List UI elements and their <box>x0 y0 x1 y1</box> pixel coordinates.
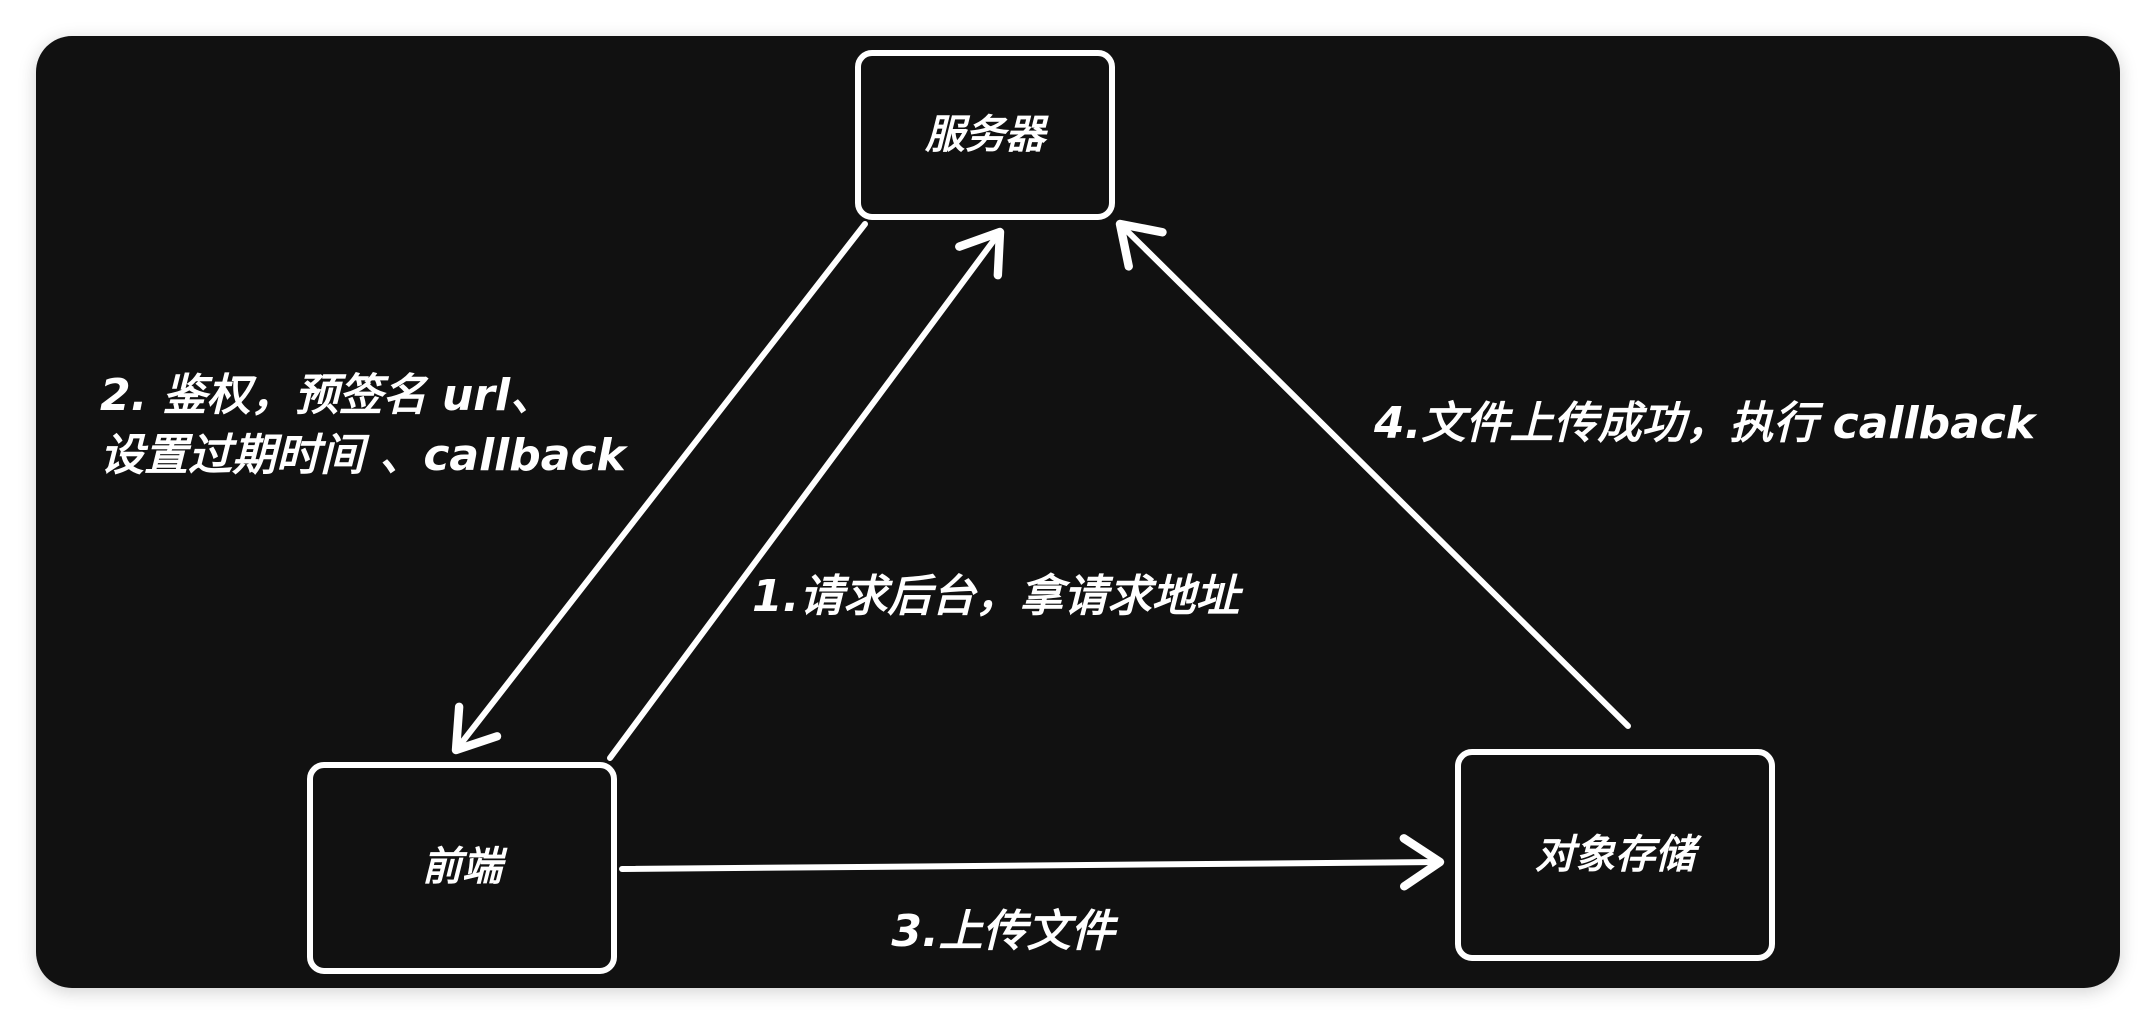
edge-request-arrow <box>607 227 1005 761</box>
node-server: 服务器 <box>855 50 1115 220</box>
edge-callback-arrow <box>1115 219 1631 729</box>
node-frontend-label: 前端 <box>422 844 508 890</box>
edge-callback-storage-to-server <box>1115 219 1631 729</box>
edge-upload-label: 3.上传文件 <box>891 906 1118 957</box>
edge-auth-label-line1: 2. 鉴权，预签名 url、 <box>100 370 554 421</box>
edge-upload-frontend-to-storage <box>619 834 1445 891</box>
node-storage-label: 对象存储 <box>1535 832 1702 878</box>
edge-upload-arrow <box>619 834 1445 891</box>
node-server-box <box>855 50 1115 220</box>
edge-auth-server-to-frontend <box>451 221 868 755</box>
node-frontend: 前端 <box>307 762 617 974</box>
node-frontend-box <box>307 762 617 974</box>
node-storage: 对象存储 <box>1455 749 1775 961</box>
node-storage-box <box>1455 749 1775 961</box>
edge-auth-arrow <box>451 221 868 755</box>
edge-callback-label: 4.文件上传成功，执行 callback <box>1373 398 2038 449</box>
edge-request-frontend-to-server <box>607 227 1005 761</box>
edge-request-label: 1.请求后台，拿请求地址 <box>752 571 1243 622</box>
edge-auth-label-line2: 设置过期时间 、callback <box>100 430 629 481</box>
node-server-label: 服务器 <box>924 112 1049 158</box>
